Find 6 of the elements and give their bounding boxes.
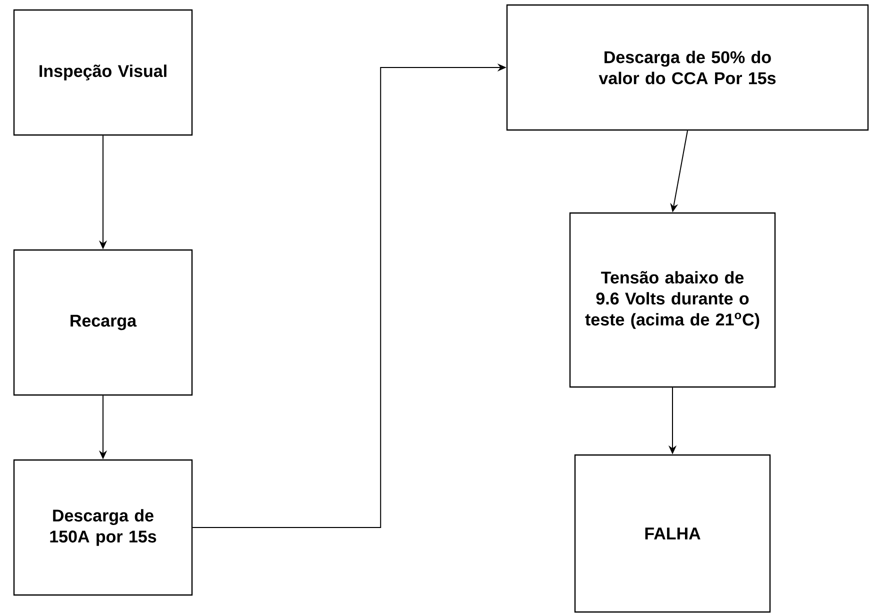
process-box: FALHA: [574, 454, 771, 613]
process-box: Recarga: [13, 249, 193, 396]
process-box: Tensão abaixo de 9.6 Volts durante o teste (acima de 21$^{o}$C): [569, 212, 776, 388]
process-box: Inspeção Visual: [13, 9, 193, 136]
process-box: Descarga de 50% do valor do CCA Por 15s: [506, 4, 869, 131]
process-box: Descarga de 150A por 15s: [13, 459, 193, 596]
